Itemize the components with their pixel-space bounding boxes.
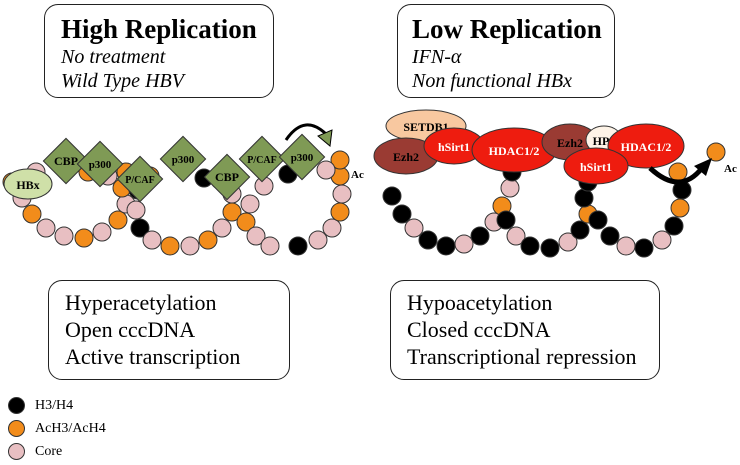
cbp-1-label: CBP <box>54 154 78 168</box>
pcaf-1-label: P/CAF <box>125 175 154 186</box>
high-condition-2: Wild Type HBV <box>61 70 184 92</box>
high-result-2: Open cccDNA <box>65 317 196 342</box>
low-result-box: Hypoacetylation Closed cccDNA Transcript… <box>390 280 660 380</box>
low-result-1: Hypoacetylation <box>407 290 553 315</box>
low-nucleosome-chain <box>382 142 726 258</box>
ezh2-1-label: Ezh2 <box>393 150 419 164</box>
pcaf-1-protein <box>116 155 164 203</box>
legend-h3h4: H3/H4 <box>8 397 73 414</box>
high-result-1: Hyperacetylation <box>65 290 217 315</box>
high-ac-label: Ac <box>351 169 364 181</box>
low-protein-complexes: SETDB1 Ezh2 hSirt1 HDAC1/2 Ezh2 HP1 HDAC… <box>373 109 737 185</box>
legend-core-label: Core <box>35 443 63 459</box>
hdac12-1-label: HDAC1/2 <box>489 144 540 158</box>
legend-core-swatch <box>8 443 25 460</box>
high-replication-box: High Replication No treatment Wild Type … <box>44 4 274 98</box>
p300-3-protein <box>278 133 326 181</box>
pcaf-2-label: P/CAF <box>247 155 276 166</box>
deacetylation-arrowhead <box>694 158 712 176</box>
low-condition-2: Non functional HBx <box>412 70 572 92</box>
low-condition-1: IFN-α <box>412 46 462 68</box>
high-result-box: Hyperacetylation Open cccDNA Active tran… <box>48 280 290 380</box>
legend-ach3ach4: AcH3/AcH4 <box>8 420 106 437</box>
hdac12-2-protein <box>607 123 685 169</box>
low-ac-label: Ac <box>724 163 737 175</box>
p300-2-label: p300 <box>172 154 195 166</box>
p300-3-label: p300 <box>291 152 314 164</box>
low-replication-title: Low Replication <box>412 14 602 44</box>
p300-1-protein <box>76 140 124 188</box>
hsirt1-2-label: hSirt1 <box>580 160 612 174</box>
low-result-2: Closed cccDNA <box>407 317 551 342</box>
acetylation-arrow <box>284 123 330 141</box>
cbp-2-label: CBP <box>215 170 239 184</box>
hdac12-2-label: HDAC1/2 <box>621 140 672 154</box>
legend-core: Core <box>8 443 62 460</box>
hbx-label: HBx <box>16 178 39 192</box>
p300-1-label: p300 <box>89 159 112 171</box>
p300-2-protein <box>159 135 207 183</box>
hsirt1-2-protein <box>563 147 629 185</box>
legend-h3h4-label: H3/H4 <box>35 397 74 413</box>
legend-ach3ach4-swatch <box>8 420 25 437</box>
high-replication-title: High Replication <box>61 14 257 44</box>
hbx-protein <box>3 168 53 200</box>
legend-ach3ach4-label: AcH3/AcH4 <box>35 420 106 436</box>
cbp-1-protein <box>42 137 90 185</box>
low-result-3: Transcriptional repression <box>407 344 637 369</box>
low-replication-box: Low Replication IFN-α Non functional HBx <box>397 4 615 98</box>
deacetylation-arrow <box>648 166 704 185</box>
cbp-2-protein <box>203 153 251 201</box>
acetylation-arrowhead <box>317 129 333 147</box>
hsirt1-1-label: hSirt1 <box>438 140 470 154</box>
high-protein-complexes: HBx CBP p300 P/CAF p300 CBP P/CAF p300 A… <box>3 123 364 203</box>
high-result-3: Active transcription <box>65 344 241 369</box>
legend-h3h4-swatch <box>8 397 25 414</box>
ezh2-2-label: Ezh2 <box>557 136 583 150</box>
pcaf-2-protein <box>238 135 286 183</box>
high-condition-1: No treatment <box>61 46 166 68</box>
